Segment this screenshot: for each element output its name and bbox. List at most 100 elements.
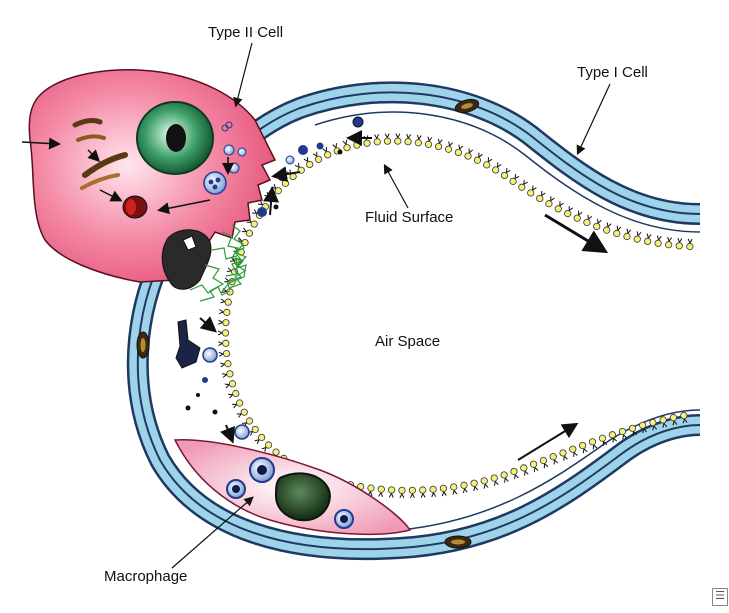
lipid-tail — [453, 490, 454, 494]
lipid-head — [399, 487, 405, 493]
lipid-tail — [343, 141, 346, 144]
label-fluid-surface: Fluid Surface — [365, 209, 453, 226]
lipid-tail — [545, 464, 548, 467]
lipid-tail — [219, 312, 223, 314]
lipid-head — [368, 485, 374, 491]
lipid-tail — [387, 134, 389, 138]
lipid-head — [233, 390, 239, 396]
lipid-tail — [657, 236, 658, 240]
lipid-tail — [579, 212, 582, 215]
lipid-head — [546, 201, 552, 207]
lipid-tail — [439, 140, 442, 143]
lipid-head — [354, 142, 360, 148]
lipid-tail — [220, 363, 224, 364]
lipid-head — [579, 442, 585, 448]
lipid-tail — [638, 232, 641, 235]
lipid-head — [273, 449, 279, 455]
lipid-tail — [412, 494, 414, 498]
lipid-head — [241, 409, 247, 415]
lipid-head — [589, 439, 595, 445]
lipid-tail — [219, 352, 223, 354]
lipid-tail — [564, 456, 567, 459]
lipid-head — [609, 432, 615, 438]
lipid-tail — [614, 438, 617, 441]
label-type1-cell: Type I Cell — [577, 64, 648, 81]
lipid-tail — [333, 145, 336, 148]
lipid-head — [594, 223, 600, 229]
lipid-head — [409, 487, 415, 493]
lipid-head — [223, 350, 229, 356]
lipid-head — [501, 172, 507, 178]
lipid-tail — [584, 449, 587, 452]
lipid-head — [550, 454, 556, 460]
lipid-head — [451, 484, 457, 490]
lipid-tail — [408, 134, 410, 138]
lipid-head — [574, 215, 580, 221]
lipid-tail — [554, 460, 557, 463]
lipid-head — [282, 180, 288, 186]
lipid-head — [265, 442, 271, 448]
lipid-tail — [218, 331, 222, 333]
lipid-tail — [229, 395, 232, 398]
lipid-head — [528, 190, 534, 196]
lipid-tail — [421, 494, 423, 498]
label-type2-cell: Type II Cell — [208, 24, 283, 41]
lipid-head — [687, 243, 693, 249]
lipid-tail — [396, 134, 398, 138]
lipid-tail — [374, 135, 376, 139]
lipid-tail — [402, 494, 404, 498]
lipid-tail — [690, 239, 692, 243]
lipid-tail — [593, 445, 594, 449]
lipid-head — [275, 188, 281, 194]
lipid-head — [388, 487, 394, 493]
lipid-tail — [218, 342, 222, 344]
lipid-head — [481, 478, 487, 484]
lipid-head — [570, 446, 576, 452]
lipid-tail — [410, 494, 412, 498]
lipid-tail — [234, 404, 237, 407]
lipid-head — [681, 412, 687, 418]
lipid-head — [491, 475, 497, 481]
lipid-head — [510, 178, 516, 184]
lipid-tail — [613, 438, 614, 442]
lipid-head — [676, 243, 682, 249]
lipid-tail — [220, 302, 224, 303]
lipid-tail — [627, 229, 628, 233]
lipid-tail — [485, 484, 488, 487]
lipid-tail — [442, 492, 444, 496]
lipid-head — [229, 381, 235, 387]
lipid-tail — [225, 384, 229, 385]
lipid-head — [519, 184, 525, 190]
lipid-head — [223, 340, 229, 346]
lipid-head — [670, 414, 676, 420]
lipid-tail — [230, 261, 234, 262]
lipid-head — [537, 195, 543, 201]
lipid-tail — [222, 374, 226, 375]
lipid-head — [471, 480, 477, 486]
lipid-tail — [379, 493, 381, 497]
lipid-tail — [428, 137, 429, 141]
lipid-tail — [659, 236, 662, 240]
lipid-tail — [244, 228, 247, 232]
lipid-head — [252, 426, 258, 432]
lipid-tail — [438, 139, 439, 143]
lipid-head — [644, 238, 650, 244]
lipid-head — [344, 144, 350, 150]
lipid-tail — [515, 475, 518, 478]
lipid-tail — [588, 216, 591, 219]
lipid-head — [650, 419, 656, 425]
lipid-tail — [623, 435, 624, 439]
lipid-tail — [647, 234, 648, 238]
lipid-head — [599, 435, 605, 441]
lipid-tail — [377, 134, 379, 138]
lipid-tail — [371, 492, 372, 496]
flow-arrows — [200, 138, 603, 460]
lipid-tail — [618, 227, 621, 230]
lipid-tail — [669, 238, 671, 242]
lipid-tail — [227, 271, 231, 272]
lipid-tail — [474, 487, 475, 491]
lipid-tail — [505, 478, 506, 482]
lipid-tail — [218, 343, 222, 345]
corner-mark-icon: ☰ — [712, 588, 728, 606]
